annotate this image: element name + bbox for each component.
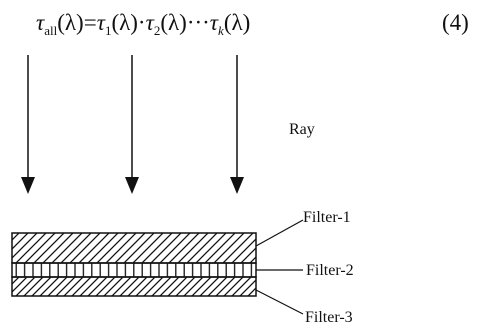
subscript-1: 1 bbox=[104, 23, 112, 38]
lambda-argument: (λ) bbox=[223, 10, 251, 35]
filter-3-label: Filter-3 bbox=[305, 309, 353, 326]
lambda-argument: (λ) bbox=[160, 10, 187, 35]
dot-operator: · bbox=[137, 10, 146, 35]
lambda-argument: (λ) bbox=[57, 10, 84, 35]
ray-arrow bbox=[21, 55, 35, 194]
tau-symbol: τ bbox=[96, 10, 105, 35]
subscript-all: all bbox=[44, 23, 58, 38]
tau-symbol: τ bbox=[36, 10, 45, 35]
equation-number: (4) bbox=[442, 10, 469, 35]
filter-1-layer bbox=[11, 232, 257, 264]
ray-label: Ray bbox=[289, 121, 315, 138]
tau-symbol: τ bbox=[145, 10, 154, 35]
ray-arrow bbox=[230, 55, 244, 194]
filter-3-leader-line bbox=[255, 289, 304, 315]
filter-2-layer bbox=[11, 262, 257, 278]
tau-symbol: τ bbox=[209, 10, 219, 35]
filter-1-leader-line bbox=[255, 219, 304, 247]
filter-3-layer bbox=[11, 276, 257, 297]
subscript-2: 2 bbox=[153, 23, 161, 38]
transmittance-equation: τall(λ)=τ1(λ)·τ2(λ)···τk(λ) bbox=[36, 5, 250, 49]
lambda-argument: (λ) bbox=[111, 10, 138, 35]
subscript-k: k bbox=[218, 23, 224, 38]
filter-1-label: Filter-1 bbox=[303, 209, 351, 226]
filter-2-label: Filter-2 bbox=[306, 262, 354, 279]
ray-arrow bbox=[125, 55, 139, 194]
ellipsis: ··· bbox=[186, 10, 210, 35]
equals-sign: = bbox=[83, 10, 97, 35]
